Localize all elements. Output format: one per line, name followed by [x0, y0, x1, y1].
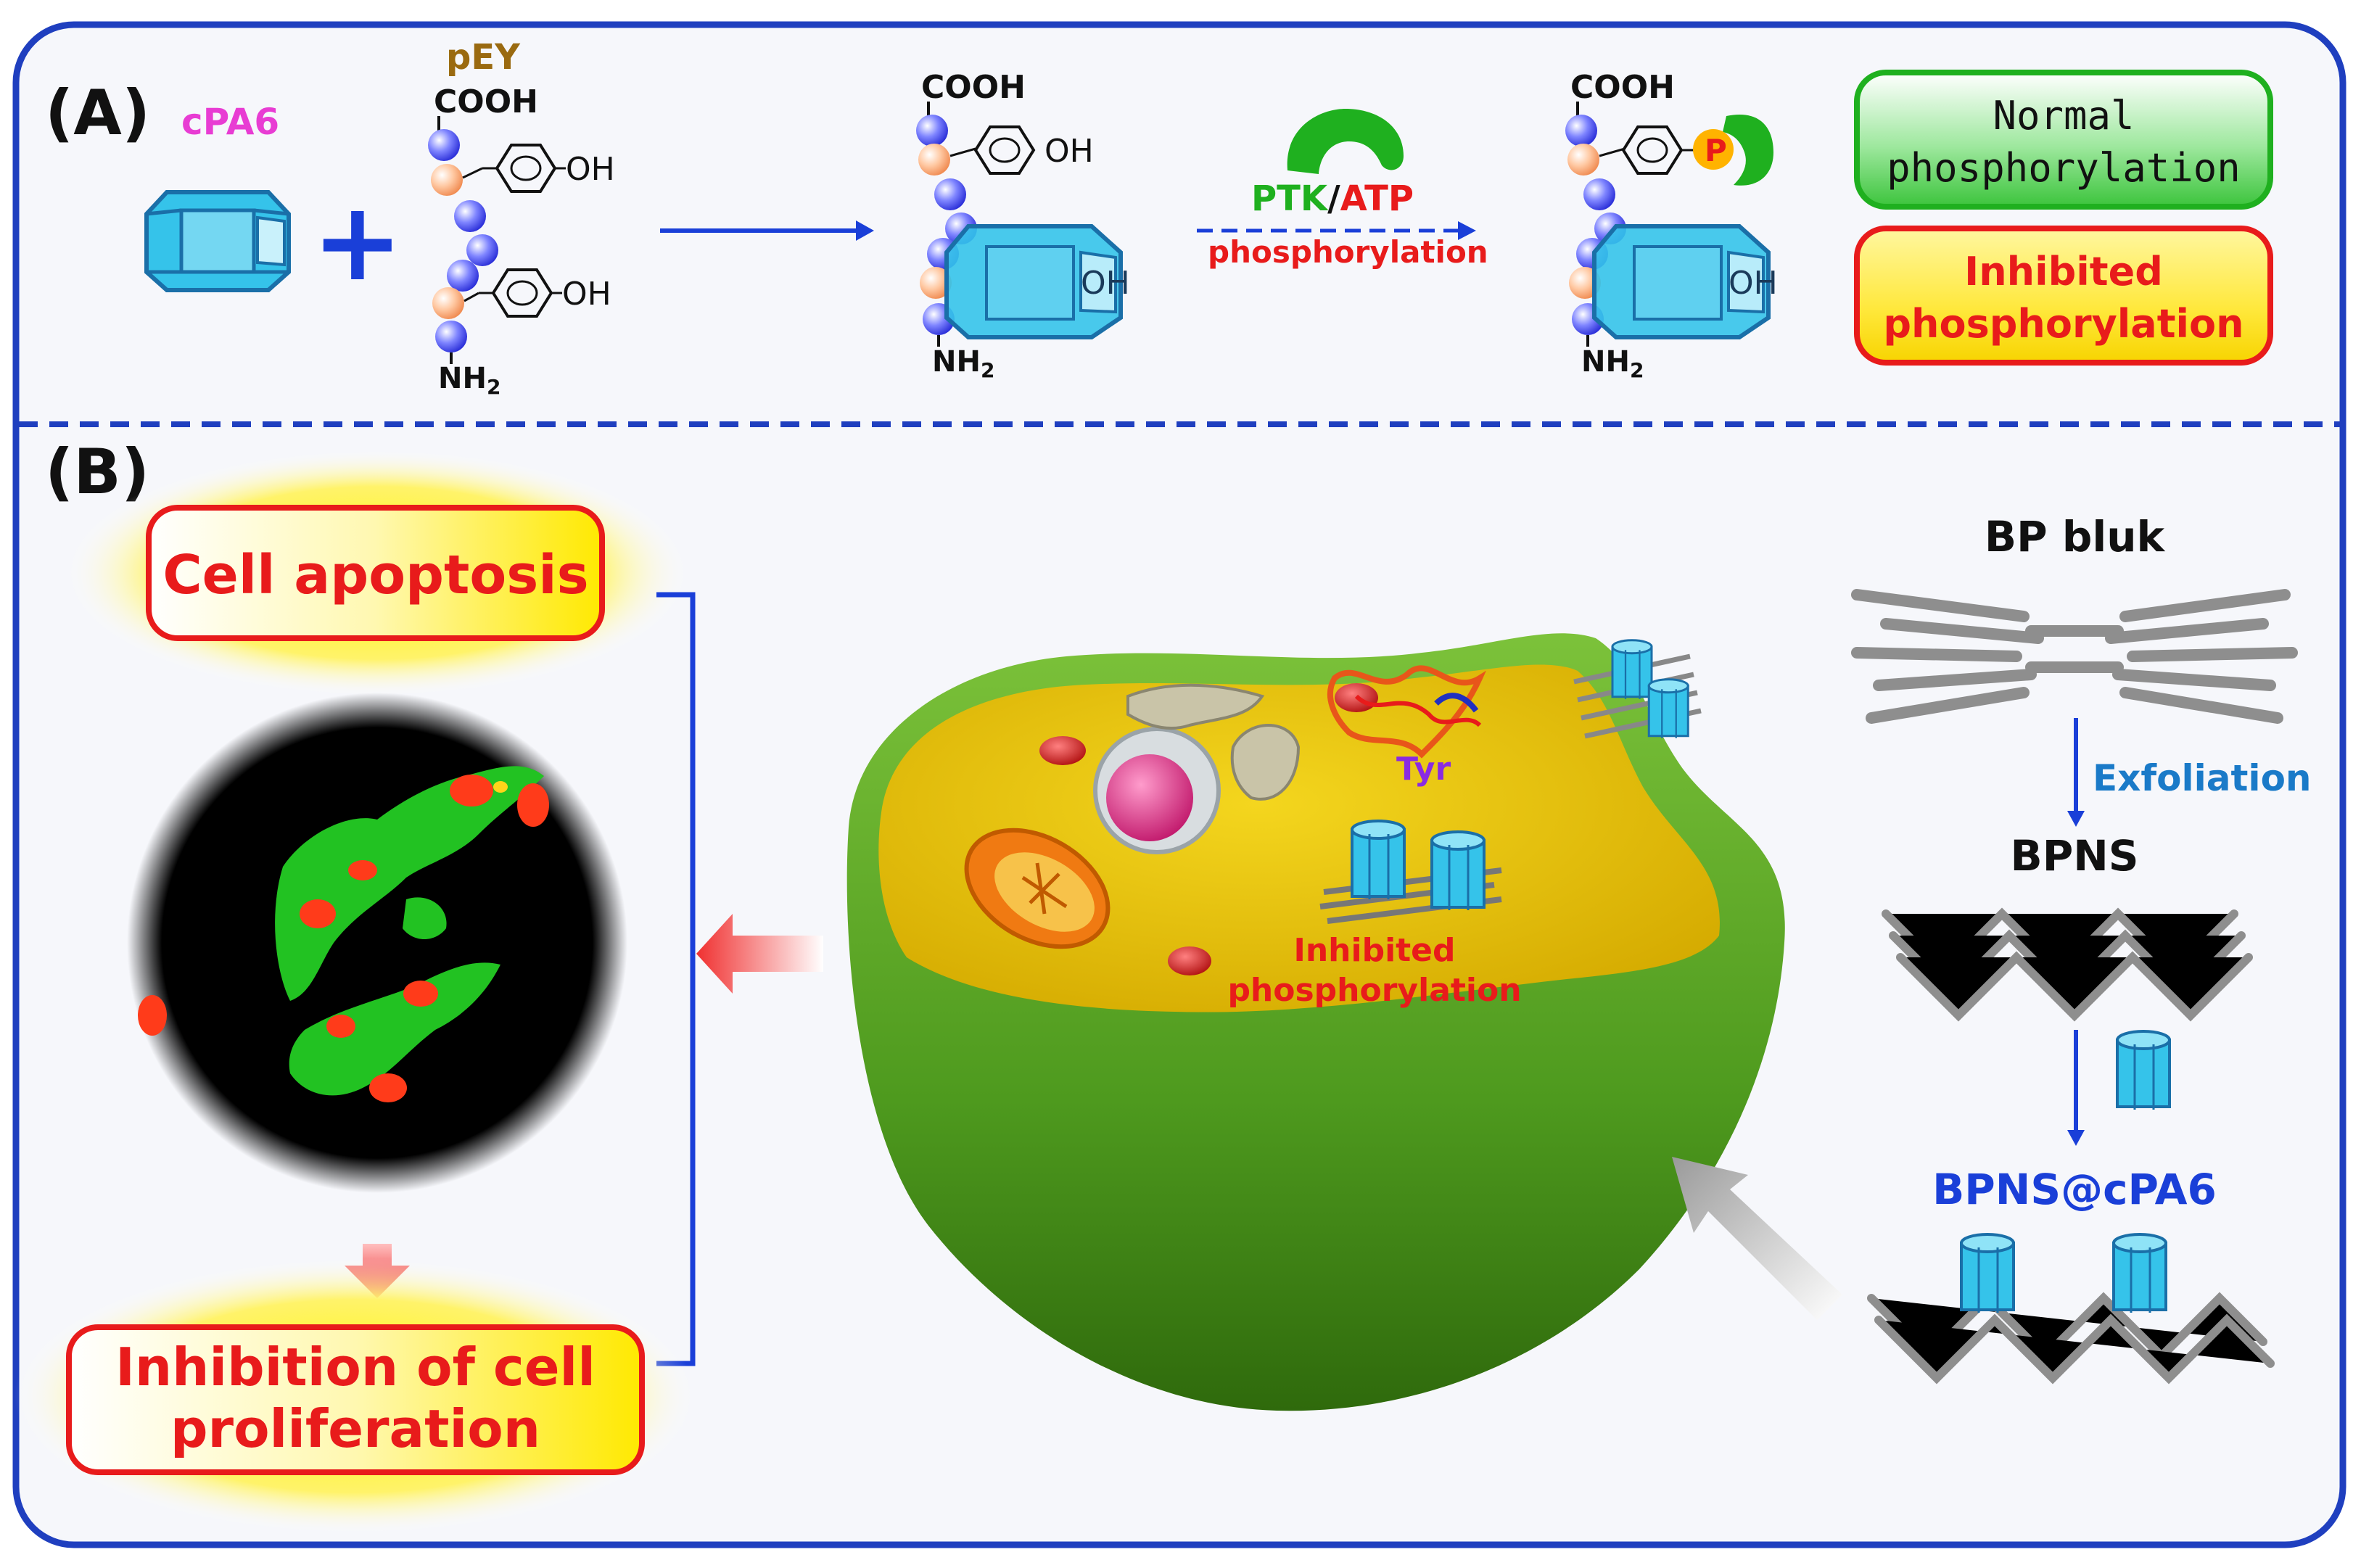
pey-label: pEY: [446, 37, 521, 78]
bpns-label: BPNS: [2010, 831, 2138, 880]
fluorescence-micrograph: [127, 693, 627, 1193]
inhibited-label-line2: phosphorylation: [1227, 972, 1521, 1009]
cpa6-loading-icon: [2116, 1030, 2171, 1111]
pey-peptide-structure: COOH OH OH NH2: [428, 83, 615, 399]
phosphorylation-label: phosphorylation: [1208, 234, 1488, 270]
inhibition-label-line2: proliferation: [170, 1398, 540, 1459]
legend-inhibited-line1: Inhibited: [1964, 249, 2163, 294]
bp-bulk-icon: [1851, 589, 2298, 724]
oh-label-product-2: OH: [1728, 265, 1778, 302]
exfoliation-arrowhead: [2067, 811, 2085, 827]
panel-label-a: (A): [45, 77, 150, 149]
apoptosis-box: [146, 505, 605, 641]
phosphate-badge-label: P: [1705, 133, 1727, 168]
cpa6-label: cPA6: [181, 101, 279, 143]
nh2-label: NH2: [438, 362, 500, 399]
legend-normal: Normal phosphorylation: [1854, 70, 2273, 210]
oh-label-complex-2: OH: [1081, 265, 1130, 302]
bpns-cpa6-icon: [1867, 1233, 2275, 1385]
exfoliation-label: Exfoliation: [2093, 757, 2312, 799]
legend-normal-line2: phosphorylation: [1887, 145, 2241, 191]
legend-inhibited: Inhibited phosphorylation: [1854, 226, 2273, 366]
nh2-label-complex: NH2: [932, 345, 994, 382]
bpns-sheet-icon: [1882, 907, 2253, 1022]
inhibition-label-line1: Inhibition of cell: [115, 1337, 596, 1398]
ptk-bound-icon: [1723, 115, 1773, 186]
oh-label-2: OH: [562, 276, 611, 313]
ptk-enzyme-icon: [1287, 109, 1404, 174]
cooh-label-product: COOH: [1570, 69, 1675, 106]
apoptosis-label: Cell apoptosis: [162, 544, 588, 606]
phosphorylated-complex: COOH P OH NH2: [1565, 69, 1778, 382]
cooh-label-complex: COOH: [921, 69, 1026, 106]
plus-sign: +: [312, 179, 403, 305]
panel-label-b: (B): [45, 436, 149, 508]
pey-cpa6-complex: COOH OH OH NH2: [916, 69, 1130, 382]
oh-label-1: OH: [566, 151, 615, 188]
reaction-arrowhead: [856, 220, 874, 241]
phosphate-badge: [1693, 129, 1734, 170]
legend-inhibited-line2: phosphorylation: [1883, 301, 2243, 347]
inhibited-label-line1: Inhibited: [1293, 932, 1455, 969]
oh-label-complex-1: OH: [1044, 133, 1094, 170]
panel-a: cPA6 + pEY COOH OH: [144, 37, 2273, 399]
cell-illustration: Tyr Inhibited phosphorylation: [846, 633, 1785, 1411]
bp-bulk-label: BP bluk: [1985, 512, 2166, 561]
cooh-label: COOH: [434, 83, 538, 120]
loading-arrowhead: [2067, 1130, 2085, 1146]
bpns-cpa6-label: BPNS@cPA6: [1932, 1165, 2217, 1214]
nh2-label-product: NH2: [1581, 345, 1644, 382]
entry-arrow: [1672, 1157, 1842, 1320]
cpa6-cage-icon: [144, 190, 291, 292]
ptk-atp-label: PTK/ATP: [1251, 178, 1414, 219]
legend-normal-line1: Normal: [1993, 93, 2134, 139]
left-arrow: [696, 914, 823, 994]
panel-b: Cell apoptosis Inhibition of cell prolif…: [15, 450, 2312, 1534]
phosphorylation-arrowhead: [1458, 221, 1476, 240]
inhibition-box: [66, 1324, 645, 1475]
tyr-label: Tyr: [1396, 751, 1451, 788]
